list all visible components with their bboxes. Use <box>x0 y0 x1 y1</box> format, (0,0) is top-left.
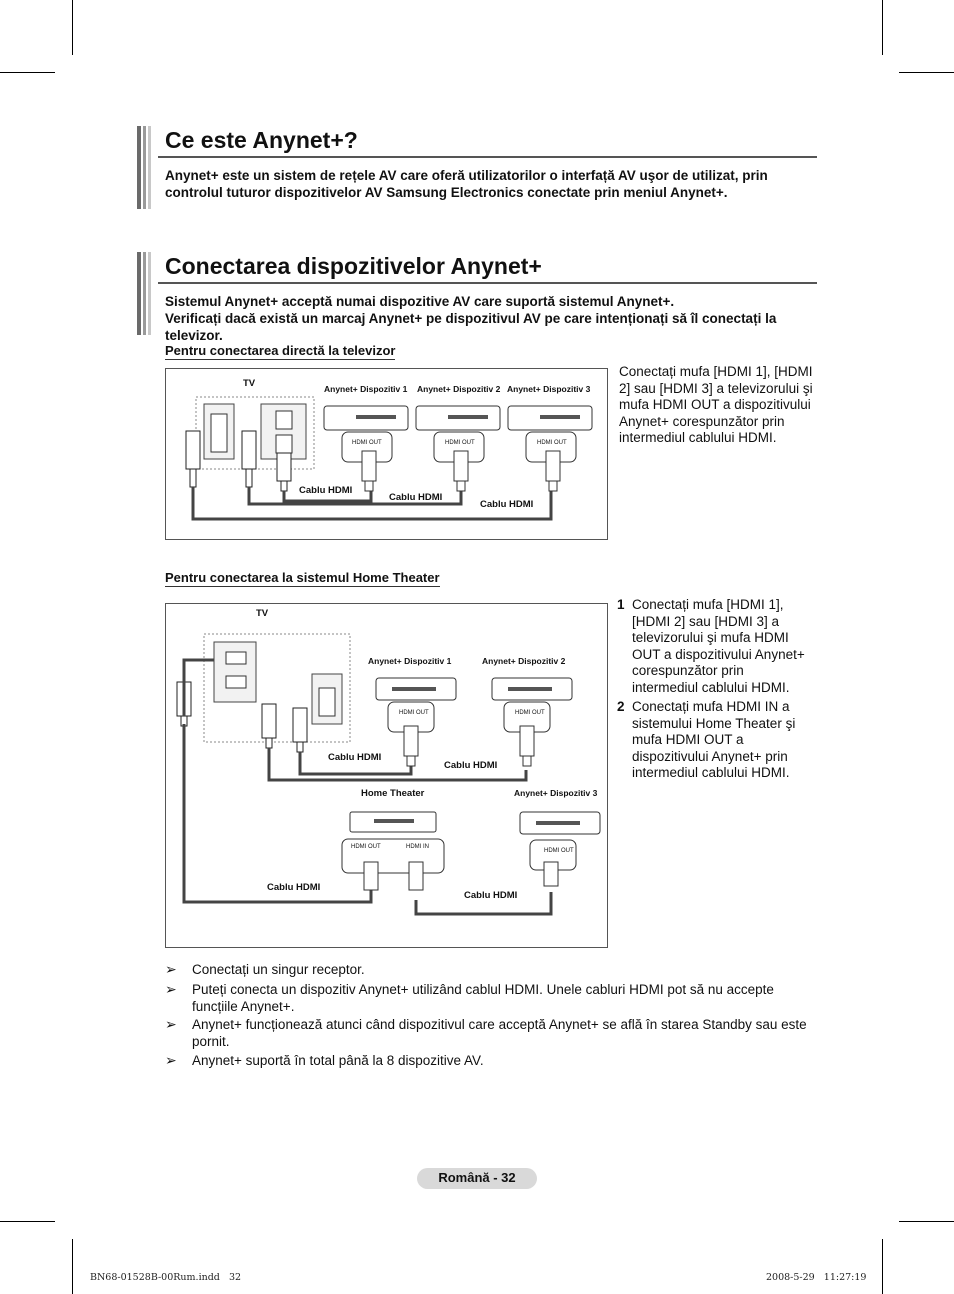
crop-mark <box>0 1221 55 1222</box>
hdmi-out-label: HDMI OUT <box>544 848 574 854</box>
direct-heading: Pentru conectarea directă la televizor <box>165 343 396 360</box>
device3-label: Anynet+ Dispozitiv 3 <box>507 384 591 394</box>
hdmi-out-label: HDMI OUT <box>351 844 381 850</box>
step-text: Conectați mufa [HDMI 1], [HDMI 2] sau [H… <box>632 597 805 695</box>
title-rule <box>158 282 817 284</box>
direct-diagram-svg <box>185 396 593 521</box>
hdmi-out-label: HDMI OUT <box>352 440 382 446</box>
crop-mark <box>899 72 954 73</box>
crop-mark <box>882 1239 883 1294</box>
note-arrow-icon: ➢ <box>165 981 177 997</box>
step-number: 2 <box>617 699 625 714</box>
device3-label: Anynet+ Dispozitiv 3 <box>514 788 598 798</box>
section1-text: Anynet+ este un sistem de rețele AV care… <box>165 168 768 200</box>
section-marker <box>137 252 151 335</box>
cable-label: Cablu HDMI <box>267 882 321 893</box>
tv-port <box>213 641 257 703</box>
section1-title: Ce este Anynet+? <box>165 127 358 153</box>
step-text: Conectați mufa HDMI IN a sistemului Home… <box>632 699 796 781</box>
crop-mark <box>72 1239 73 1294</box>
hdmi-out-label: HDMI OUT <box>515 710 545 716</box>
crop-mark <box>0 72 55 73</box>
section2-line2: Verificați dacă există un marcaj Anynet+… <box>165 311 777 343</box>
cable-label: Cablu HDMI <box>444 760 498 771</box>
hdmi-in-label: HDMI IN <box>406 844 429 850</box>
device2-label: Anynet+ Dispozitiv 2 <box>417 384 501 394</box>
hometheater-label: Home Theater <box>361 788 425 799</box>
step-number: 1 <box>617 597 625 612</box>
page-number-badge: Română - 32 <box>417 1168 537 1189</box>
note-arrow-icon: ➢ <box>165 1016 177 1032</box>
direct-diagram: TV Anynet+ Dispozitiv 1 Anynet+ Dispozit… <box>165 368 608 540</box>
tv-label: TV <box>243 378 256 389</box>
note-arrow-icon: ➢ <box>165 961 177 977</box>
tv-panel <box>203 633 351 743</box>
hometheater-heading: Pentru conectarea la sistemul Home Theat… <box>165 570 440 587</box>
cable-label: Cablu HDMI <box>480 499 534 510</box>
cable-label: Cablu HDMI <box>299 485 353 496</box>
direct-description: Conectați mufa [HDMI 1], [HDMI 2] sau [H… <box>619 364 813 446</box>
crop-mark <box>882 0 883 55</box>
hdmi-out-label: HDMI OUT <box>537 440 567 446</box>
note-item: Anynet+ suportă în total până la 8 dispo… <box>192 1053 484 1068</box>
device1-label: Anynet+ Dispozitiv 1 <box>368 656 452 666</box>
device2-label: Anynet+ Dispozitiv 2 <box>482 656 566 666</box>
note-arrow-icon: ➢ <box>165 1052 177 1068</box>
cable-label: Cablu HDMI <box>328 752 382 763</box>
cable-label: Cablu HDMI <box>464 890 518 901</box>
hometheater-diagram-svg <box>176 633 601 916</box>
crop-mark <box>72 0 73 55</box>
hdmi-out-label: HDMI OUT <box>445 440 475 446</box>
device1-label: Anynet+ Dispozitiv 1 <box>324 384 408 394</box>
note-item: Puteți conecta un dispozitiv Anynet+ uti… <box>192 982 774 1014</box>
section-marker <box>137 126 151 209</box>
tv-label: TV <box>256 608 269 619</box>
title-rule <box>158 156 817 158</box>
cable-label: Cablu HDMI <box>389 492 443 503</box>
crop-mark <box>899 1221 954 1222</box>
note-item: Anynet+ funcționează atunci când dispozi… <box>192 1017 807 1049</box>
imprint-file: BN68-01528B-00Rum.indd 32 <box>90 1272 242 1283</box>
hometheater-diagram: TV Anynet+ Dispozitiv 1 Anynet+ Dispozit… <box>165 603 608 948</box>
imprint-date: 2008-5-29 11:27:19 <box>766 1272 867 1283</box>
section2-title: Conectarea dispozitivelor Anynet+ <box>165 253 542 279</box>
hdmi-jack <box>275 434 293 454</box>
hdmi-jack <box>210 413 228 453</box>
hdmi-jack <box>275 410 293 430</box>
hdmi-out-label: HDMI OUT <box>399 710 429 716</box>
note-item: Conectați un singur receptor. <box>192 962 365 977</box>
section2-line1: Sistemul Anynet+ acceptă numai dispoziti… <box>165 294 675 309</box>
